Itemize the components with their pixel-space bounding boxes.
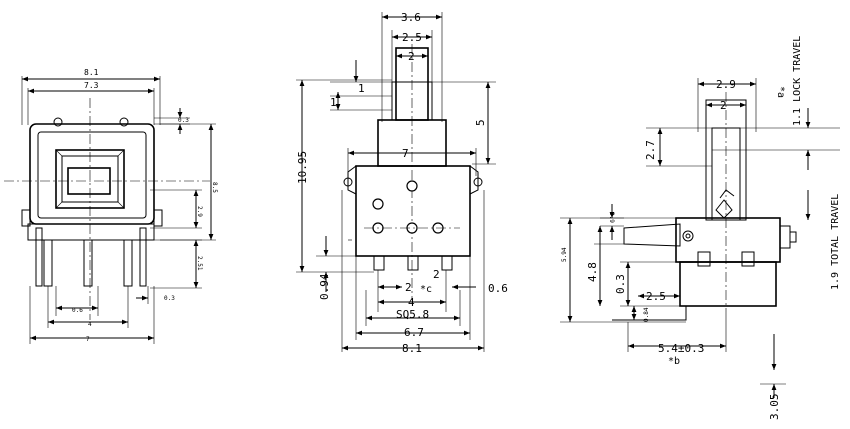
- right-dim-travel-27: 2.7: [644, 140, 657, 160]
- front-dim-total-bottom: 7: [86, 336, 90, 343]
- side-dim-pin-pitch: 2: [405, 281, 412, 294]
- side-dim-square: SQ5.8: [396, 308, 429, 321]
- right-dim-leg-small: 0.84: [643, 307, 650, 322]
- front-dim-width-body: 7.3: [84, 81, 99, 90]
- right-dim-lever-03: 0.3: [614, 274, 627, 294]
- side-dim-pin-offset: 0.6: [488, 282, 508, 295]
- right-dim-lever-25: 2.5: [646, 290, 666, 303]
- right-note-a: *a: [775, 86, 786, 98]
- side-dim-stem-mid: 2.5: [402, 31, 422, 44]
- right-dim-stem-width: 2.9: [716, 78, 736, 91]
- right-dim-body-height: 5.94: [561, 247, 568, 262]
- side-dim-step-a: 1: [358, 82, 365, 95]
- front-dim-pitch: 4: [88, 321, 92, 328]
- front-dim-pitch-small: 0.6: [72, 307, 83, 314]
- front-dim-pin-gap: 0.3: [164, 295, 175, 302]
- side-dim-step-b: 1: [330, 96, 337, 109]
- side-view: 3.6 2.5 2 1 1 5 7 10.95: [296, 11, 508, 355]
- right-note-b: *b: [668, 356, 680, 367]
- front-dim-side-small: 0.3: [178, 117, 189, 124]
- side-dim-shoulder: 7: [402, 147, 409, 160]
- side-dim-top-height: 5: [474, 119, 487, 126]
- right-view: 2.9 2 *a 1.1 LOCK TRAVEL 2.7 1.9 TOTAL T…: [560, 36, 841, 420]
- front-dim-width-top: 8.1: [84, 68, 99, 77]
- front-dim-pin-length: 2.51: [196, 256, 203, 271]
- front-dim-height-right: 8.5: [211, 182, 218, 193]
- front-view: 8.1 7.3 0.3 8.5 2.9 2.51 0.6: [4, 68, 218, 344]
- side-dim-pin-height: 0.94: [318, 273, 331, 300]
- right-dim-lever-small: 0.9: [608, 212, 615, 223]
- front-dim-pin-zone: 2.9: [196, 206, 203, 217]
- side-dim-pin-pitch-right: 2: [433, 268, 440, 281]
- side-dim-width-67: 6.7: [404, 326, 424, 339]
- right-lock-travel: 1.1 LOCK TRAVEL: [792, 36, 803, 126]
- right-dim-lever-height: 4.8: [586, 262, 599, 282]
- side-note-c: *c: [420, 284, 432, 295]
- side-dim-total-height: 10.95: [296, 151, 309, 184]
- right-total-travel: 1.9 TOTAL TRAVEL: [830, 194, 841, 290]
- side-dim-pin-span: 4: [408, 296, 415, 309]
- side-dim-stem-outer: 3.6: [401, 11, 421, 24]
- right-dim-base-width: 5.4±0.3: [658, 342, 704, 355]
- right-dim-stem-inner: 2: [720, 99, 727, 112]
- side-dim-width-81: 8.1: [402, 342, 422, 355]
- side-dim-stem-inner: 2: [408, 50, 415, 63]
- right-dim-bottom-length: 3.05: [768, 394, 781, 421]
